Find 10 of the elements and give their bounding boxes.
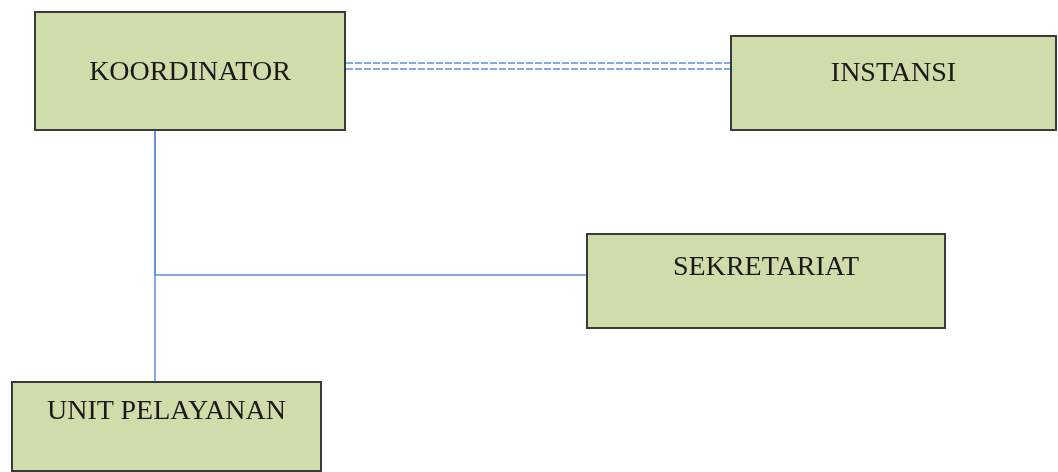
org-box [730,35,1057,131]
connector-line [154,130,587,276]
box-label: SEKRETARIAT [672,249,860,283]
connector-line [345,62,731,70]
org-box [586,233,946,329]
box-label: INSTANSI [829,55,958,89]
org-box [11,381,322,472]
box-label: UNIT PELAYANAN [46,393,287,427]
box-label: KOORDINATOR [88,54,292,88]
org-box [34,11,346,131]
